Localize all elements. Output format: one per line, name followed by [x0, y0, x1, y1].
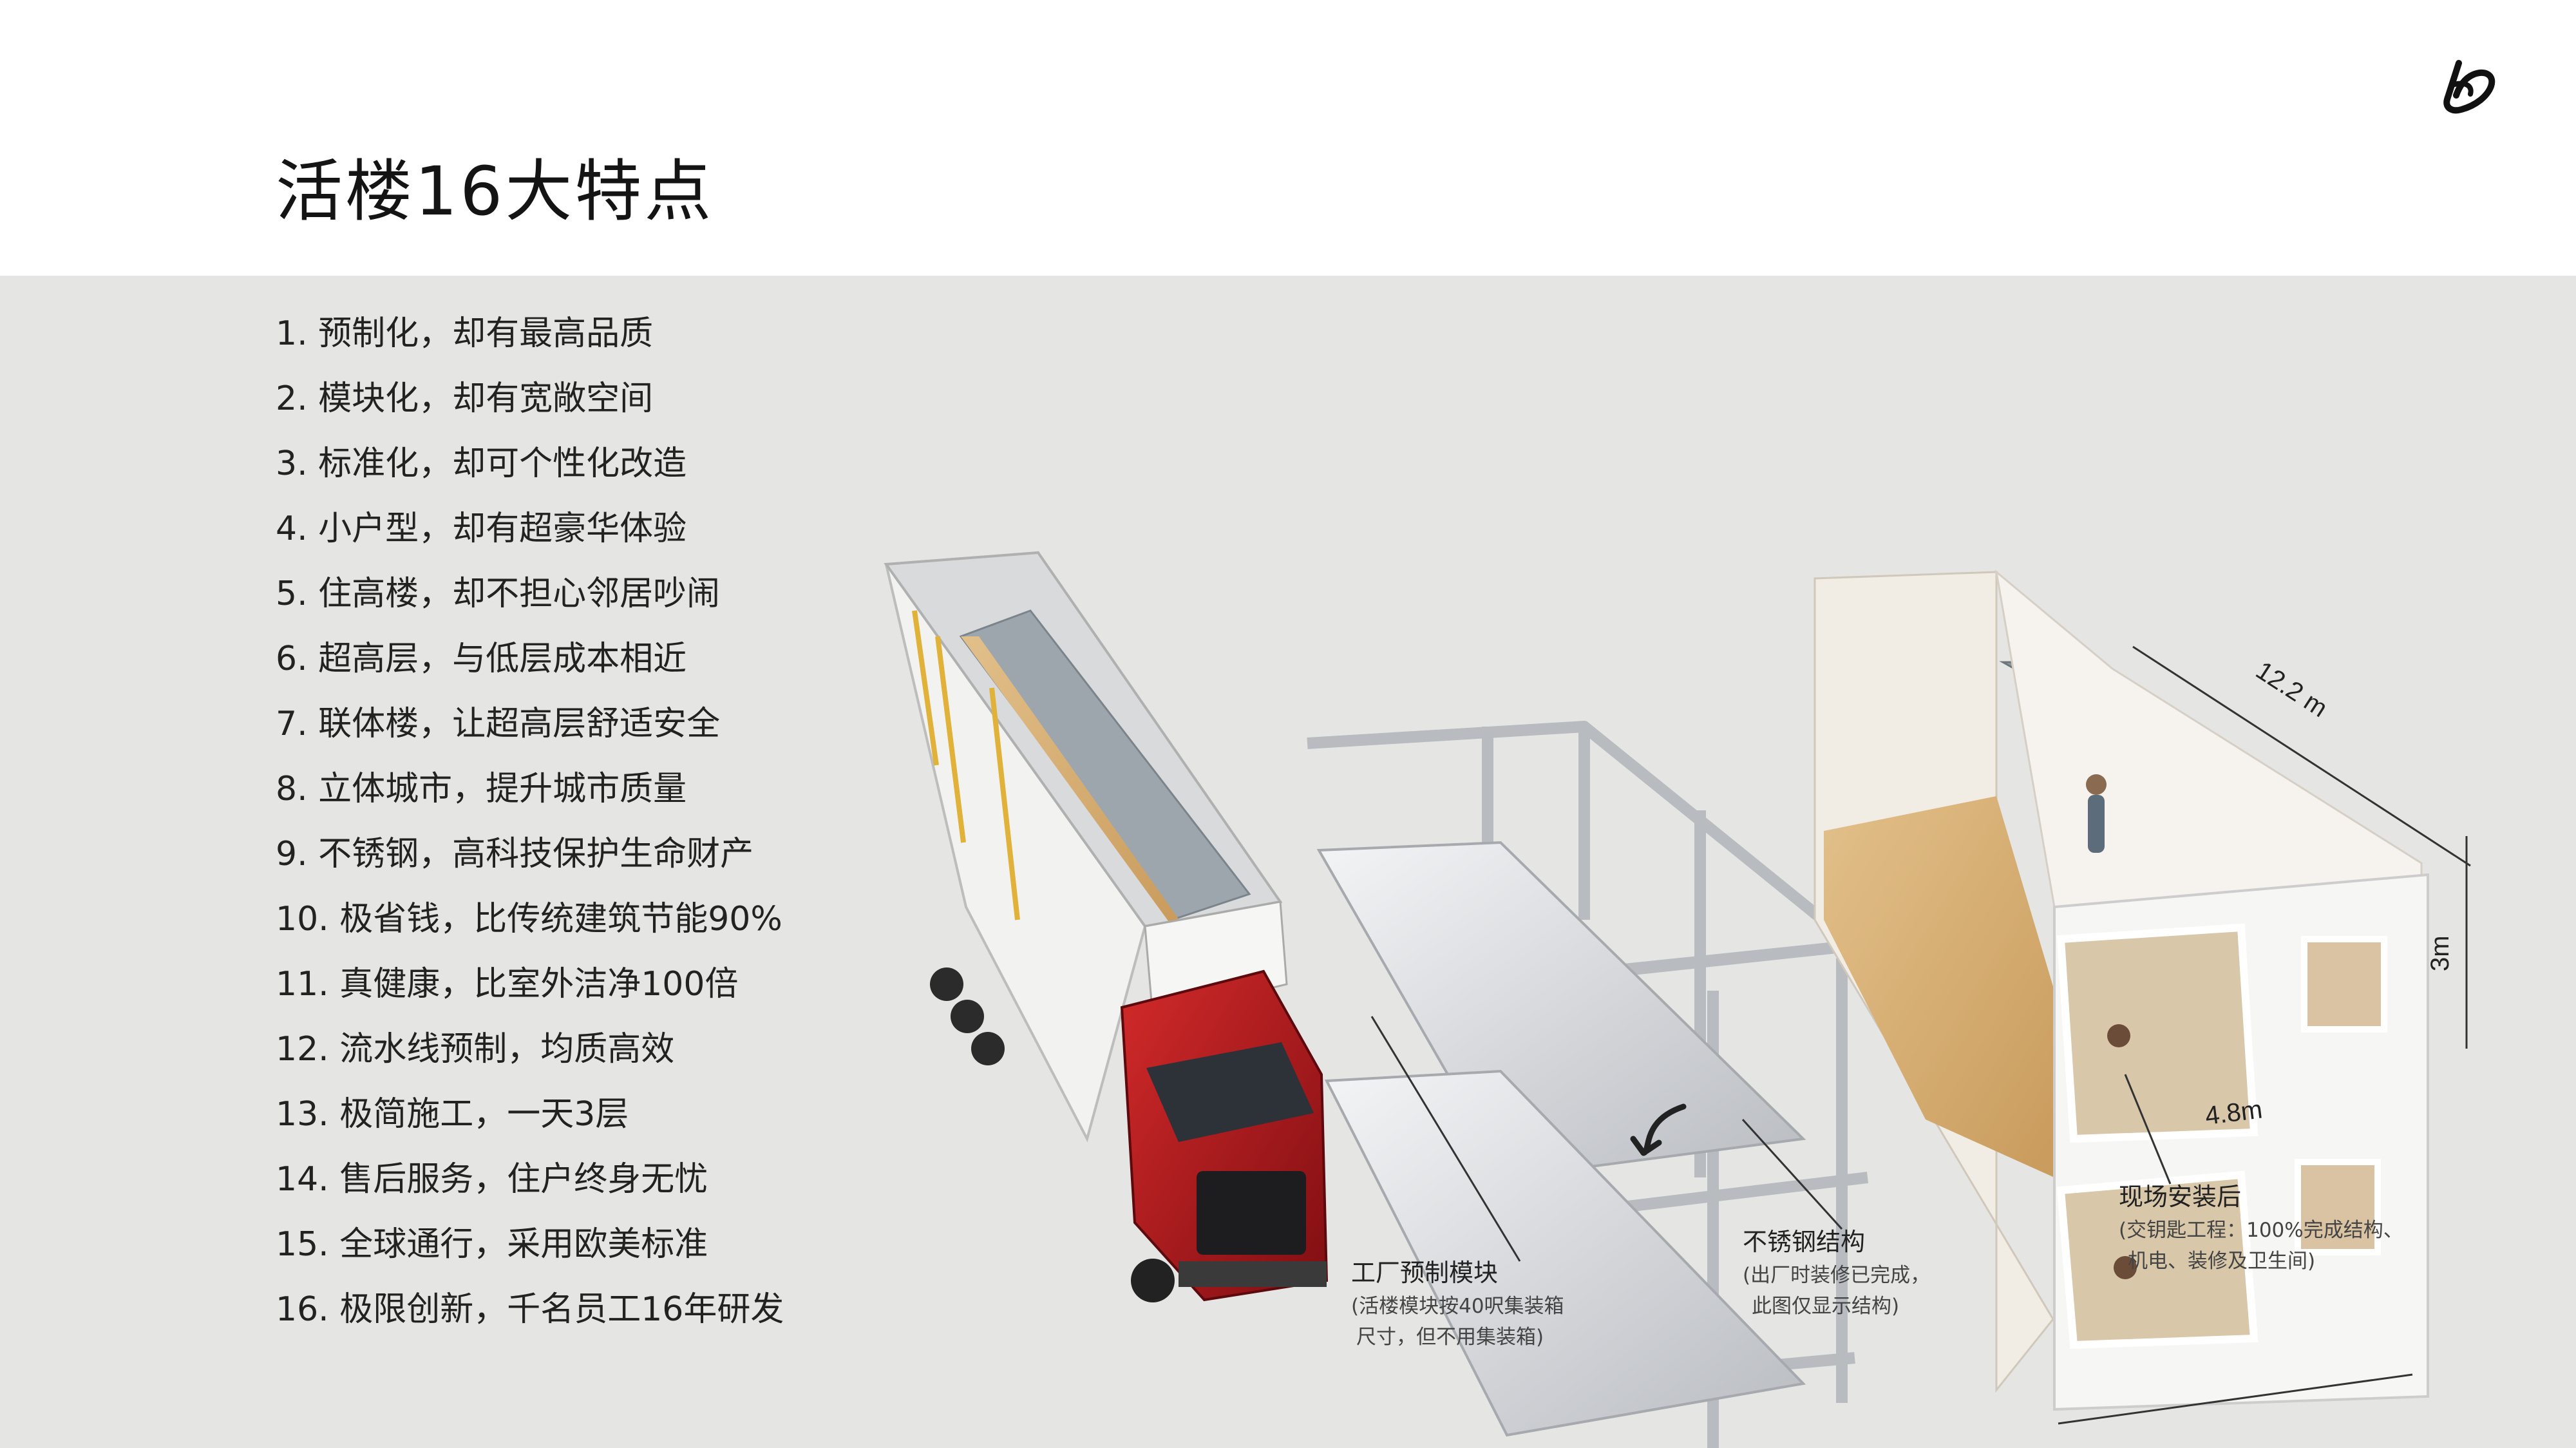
- feature-item-1: 1. 预制化，却有最高品质: [276, 314, 654, 353]
- caption-steel-line2: 此图仅显示结构): [1752, 1295, 1900, 1318]
- feature-item-2: 2. 模块化，却有宽敞空间: [276, 379, 654, 418]
- leader-line-steel: [1741, 1118, 1843, 1230]
- caption-factory-line2: 尺寸，但不用集装箱): [1356, 1326, 1544, 1349]
- dimension-width-label: 4.8m: [2204, 1095, 2264, 1130]
- feature-item-5: 5. 住高楼，却不担心邻居吵闹: [276, 575, 721, 613]
- person-figure: [2088, 795, 2105, 853]
- feature-list: 1. 预制化，却有最高品质 2. 模块化，却有宽敞空间 3. 标准化，却可个性化…: [276, 301, 784, 1342]
- frame-lower-deck: [1324, 1069, 1806, 1437]
- feature-item-6: 6. 超高层，与低层成本相近: [276, 640, 687, 678]
- caption-site: 现场安装后 (交钥匙工程：100%完成结构、 机电、装修及卫生间): [2119, 1179, 2403, 1277]
- page-title: 活楼16大特点: [276, 152, 714, 231]
- feature-item-3: 3. 标准化，却可个性化改造: [276, 444, 687, 483]
- feature-item-9: 9. 不锈钢，高科技保护生命财产: [276, 835, 754, 873]
- person-figure: [2086, 774, 2107, 795]
- seated-person: [2114, 1256, 2137, 1279]
- content-area: 1. 预制化，却有最高品质 2. 模块化，却有宽敞空间 3. 标准化，却可个性化…: [0, 276, 2576, 1448]
- house-upper-window: [2301, 936, 2387, 1033]
- trailer-wheel: [930, 967, 963, 1001]
- feature-item-7: 7. 联体楼，让超高层舒适安全: [276, 705, 721, 743]
- house-lower-window: [2295, 1159, 2381, 1255]
- caption-factory: 工厂预制模块 (活楼模块按40呎集装箱 尺寸，但不用集装箱): [1351, 1255, 1564, 1353]
- header: 活楼16大特点: [0, 0, 2576, 276]
- leader-line-factory: [1370, 1016, 1521, 1262]
- caption-site-line1: (交钥匙工程：100%完成结构、: [2119, 1219, 2403, 1242]
- feature-item-10: 10. 极省钱，比传统建筑节能90%: [276, 900, 782, 938]
- module-floor: [961, 636, 1184, 926]
- dimension-height-label: 3m: [2426, 935, 2454, 971]
- caption-steel: 不锈钢结构 (出厂时装修已完成， 此图仅显示结构): [1743, 1224, 1930, 1322]
- rotate-arrow-icon: [1630, 1103, 1687, 1156]
- truck-bumper: [1179, 1261, 1327, 1287]
- caption-steel-title: 不锈钢结构: [1743, 1228, 1866, 1256]
- feature-item-13: 13. 极简施工，一天3层: [276, 1095, 629, 1134]
- feature-item-8: 8. 立体城市，提升城市质量: [276, 770, 687, 808]
- dimension-line-length: [2132, 645, 2471, 867]
- leader-line-site: [2124, 1074, 2172, 1185]
- truck-windshield: [1146, 1042, 1314, 1142]
- dimension-line-width: [2058, 1373, 2413, 1425]
- frame-upper-deck: [1316, 841, 1806, 1179]
- feature-item-16: 16. 极限创新，千名员工16年研发: [276, 1290, 784, 1329]
- assembled-building: [1814, 569, 2429, 1411]
- brand-logo-icon: [2443, 60, 2496, 114]
- caption-site-line2: 机电、装修及卫生间): [2128, 1250, 2316, 1273]
- house-lower-bay: [2056, 1170, 2259, 1349]
- trailer-wheel: [951, 1000, 984, 1033]
- house-upper-bay: [2056, 923, 2259, 1143]
- feature-item-4: 4. 小户型，却有超豪华体验: [276, 510, 687, 548]
- trailer-stripes: [912, 610, 1020, 920]
- feature-item-15: 15. 全球通行，采用欧美标准: [276, 1225, 708, 1264]
- feature-item-11: 11. 真健康，比室外洁净100倍: [276, 965, 739, 1004]
- building-illustration: 12.2 m 4.8m 3m: [884, 551, 2471, 1448]
- feature-item-12: 12. 流水线预制，均质高效: [276, 1030, 675, 1069]
- caption-factory-title: 工厂预制模块: [1351, 1259, 1499, 1287]
- cab-wheel: [1131, 1259, 1175, 1302]
- caption-steel-line1: (出厂时装修已完成，: [1743, 1264, 1931, 1287]
- dimension-length-label: 12.2 m: [2251, 656, 2333, 723]
- seated-person: [2107, 1024, 2130, 1047]
- truck-grille: [1197, 1171, 1306, 1255]
- trailer-wheel: [971, 1032, 1005, 1065]
- caption-factory-line1: (活楼模块按40呎集装箱: [1351, 1295, 1564, 1318]
- feature-item-14: 14. 售后服务，住户终身无忧: [276, 1160, 708, 1199]
- truck-with-module: [884, 551, 1329, 1302]
- dimension-lines: [2058, 645, 2471, 1425]
- caption-site-title: 现场安装后: [2119, 1183, 2242, 1211]
- house-upper-floor: [1824, 796, 2054, 1177]
